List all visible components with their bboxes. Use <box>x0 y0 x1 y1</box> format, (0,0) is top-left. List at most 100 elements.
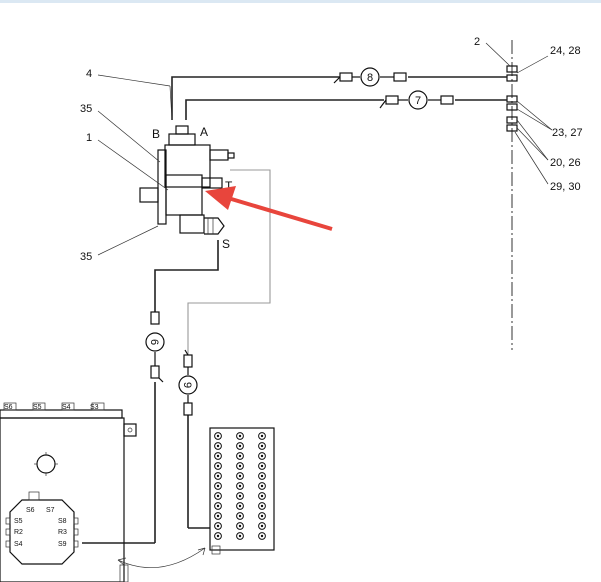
suction-line-S <box>154 240 219 312</box>
manifold-port-core <box>238 514 242 518</box>
manifold-port-core <box>238 434 242 438</box>
manifold-port-core <box>238 524 242 528</box>
manifold-port-core <box>216 444 220 448</box>
manifold-port-core <box>260 534 264 538</box>
manifold-port <box>258 442 266 450</box>
manifold-port <box>258 432 266 440</box>
manifold-port <box>214 512 222 520</box>
hose-9-label: 9 <box>181 382 193 388</box>
pump-port-R3: R3 <box>58 529 67 536</box>
leader-35-top <box>97 110 161 163</box>
hose-7-label: 7 <box>415 95 421 107</box>
manifold-port <box>258 482 266 490</box>
callout-24-28: 24, 28 <box>550 45 581 57</box>
port-B-label: B <box>152 127 160 141</box>
pump-port-S6: S6 <box>26 507 35 514</box>
manifold-port-core <box>216 484 220 488</box>
port-A-label: A <box>200 125 208 139</box>
manifold-port-core <box>216 434 220 438</box>
manifold-port <box>236 522 244 530</box>
manifold-port-core <box>260 524 264 528</box>
manifold-port-core <box>216 534 220 538</box>
top-band <box>0 0 601 3</box>
hose-6 <box>150 311 164 383</box>
manifold-ports <box>214 432 266 540</box>
manifold-port <box>258 522 266 530</box>
manifold-port <box>236 502 244 510</box>
callout-2: 2 <box>474 36 480 48</box>
manifold-port <box>258 452 266 460</box>
manifold-block <box>209 427 275 551</box>
pipe-8-left <box>171 76 340 120</box>
manifold-port <box>214 492 222 500</box>
oil-tank <box>0 402 137 582</box>
manifold-port-core <box>238 444 242 448</box>
manifold-port-core <box>216 504 220 508</box>
manifold-port <box>258 512 266 520</box>
port-S-label: S <box>222 237 230 251</box>
manifold-port <box>214 462 222 470</box>
hose-7-balloon <box>408 90 428 110</box>
manifold-port <box>236 462 244 470</box>
pump-port-R2: R2 <box>14 529 23 536</box>
return-line-T <box>187 169 271 355</box>
manifold-port-core <box>238 484 242 488</box>
pump-port-S8: S8 <box>58 518 67 525</box>
manifold-port-core <box>238 474 242 478</box>
hose-9-balloon <box>178 375 198 395</box>
manifold-port <box>258 462 266 470</box>
manifold-port <box>214 452 222 460</box>
hose-6-label: 6 <box>148 339 160 345</box>
pipe-7-left <box>185 99 384 120</box>
manifold-bottom-port <box>211 545 221 555</box>
callout-23-27: 23, 27 <box>552 127 583 139</box>
leader-23-27a <box>516 100 553 131</box>
tank-port-S5: S5 <box>33 404 42 411</box>
manifold-port <box>214 532 222 540</box>
manifold-port-core <box>238 464 242 468</box>
manifold-port-core <box>260 474 264 478</box>
tank-port-S4: S4 <box>62 404 71 411</box>
curved-link-arrow <box>117 547 206 569</box>
tank-port-S6: S6 <box>4 404 13 411</box>
right-fittings <box>506 65 518 132</box>
manifold-port <box>236 492 244 500</box>
callout-29-30: 29, 30 <box>550 181 581 193</box>
hose-8-label: 8 <box>367 72 373 84</box>
leader-2 <box>485 42 511 67</box>
manifold-port-core <box>238 454 242 458</box>
leader-4 <box>97 74 171 87</box>
leader-1 <box>97 139 169 191</box>
manifold-port-core <box>216 524 220 528</box>
manifold-port-core <box>216 454 220 458</box>
pump-top-port <box>28 491 40 501</box>
leader-20-26 <box>516 119 549 161</box>
manifold-port <box>258 492 266 500</box>
manifold-port <box>214 442 222 450</box>
manifold-port-core <box>238 494 242 498</box>
manifold-port-core <box>216 514 220 518</box>
valve-block <box>139 125 235 235</box>
pump-port-S5: S5 <box>14 518 23 525</box>
callout-35-bottom: 35 <box>80 251 92 263</box>
pump-housing <box>9 499 75 565</box>
manifold-port <box>236 472 244 480</box>
manifold-port-core <box>216 474 220 478</box>
manifold-port <box>236 442 244 450</box>
pump-port-S9: S9 <box>58 541 67 548</box>
tank-port-S3: S3 <box>90 404 99 411</box>
manifold-port-core <box>260 484 264 488</box>
callout-1: 1 <box>86 132 92 144</box>
manifold-port <box>214 432 222 440</box>
manifold-port-core <box>260 454 264 458</box>
manifold-port <box>214 472 222 480</box>
manifold-port <box>236 432 244 440</box>
manifold-port-core <box>216 464 220 468</box>
manifold-port <box>236 452 244 460</box>
callout-4: 4 <box>86 68 92 80</box>
manifold-port <box>236 512 244 520</box>
manifold-port-core <box>260 504 264 508</box>
pump-side-ports <box>5 517 79 548</box>
manifold-port <box>258 472 266 480</box>
